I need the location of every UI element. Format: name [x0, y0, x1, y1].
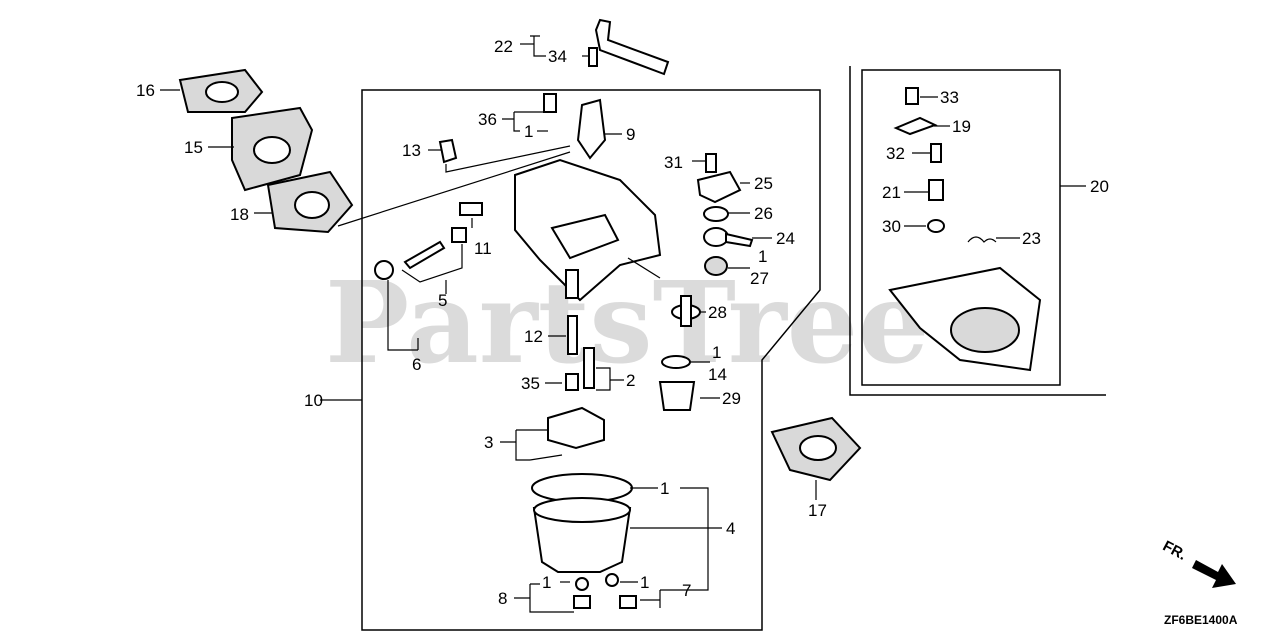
part-3-float[interactable] — [529, 406, 605, 461]
direction-arrow-icon — [1192, 560, 1236, 588]
callout-32[interactable]: 32 — [886, 144, 905, 163]
callout-20[interactable]: 20 — [1090, 177, 1109, 196]
callout-35[interactable]: 35 — [521, 374, 540, 393]
direction-label: FR. — [1160, 537, 1189, 563]
part-36-screw[interactable] — [543, 93, 557, 113]
part-6-clip[interactable] — [374, 260, 394, 280]
part-4-float-chamber[interactable] — [532, 497, 632, 573]
callout-21[interactable]: 21 — [882, 183, 901, 202]
callout-10[interactable]: 10 — [304, 391, 323, 410]
callout-1-f[interactable]: 1 — [640, 573, 649, 592]
part-7-bolt[interactable] — [605, 573, 637, 609]
callout-8[interactable]: 8 — [498, 589, 507, 608]
front-direction-indicator: FR. — [1160, 537, 1236, 588]
part-22-choke-lever[interactable] — [594, 18, 670, 76]
callout-30[interactable]: 30 — [882, 217, 901, 236]
callout-1-b[interactable]: 1 — [758, 247, 767, 266]
callout-1-a[interactable]: 1 — [524, 122, 533, 141]
part-35-jet[interactable] — [565, 373, 579, 391]
part-34-screw[interactable] — [588, 47, 598, 67]
part-14-o-ring[interactable] — [661, 355, 691, 369]
callout-12[interactable]: 12 — [524, 327, 543, 346]
callout-4[interactable]: 4 — [726, 519, 735, 538]
callout-1-e[interactable]: 1 — [542, 573, 551, 592]
part-17-gasket[interactable] — [770, 416, 862, 482]
callout-18[interactable]: 18 — [230, 205, 249, 224]
callout-28[interactable]: 28 — [708, 303, 727, 322]
callout-36[interactable]: 36 — [478, 110, 497, 129]
part-29-cup[interactable] — [658, 381, 696, 411]
callout-17[interactable]: 17 — [808, 501, 827, 520]
part-15-insulator[interactable] — [231, 106, 314, 192]
part-12-jet[interactable] — [567, 315, 578, 355]
diagram-code: ZF6BE1400A — [1164, 613, 1238, 627]
callout-13[interactable]: 13 — [402, 141, 421, 160]
body-sub-assembly-frame — [861, 69, 1061, 386]
callout-1-d[interactable]: 1 — [660, 479, 669, 498]
part-33-screw[interactable] — [905, 87, 919, 105]
part-13-lever[interactable] — [438, 138, 458, 164]
part-5-screw[interactable] — [403, 227, 467, 270]
callout-22[interactable]: 22 — [494, 37, 513, 56]
callout-25[interactable]: 25 — [754, 174, 773, 193]
callout-31[interactable]: 31 — [664, 153, 683, 172]
part-32-screw[interactable] — [930, 143, 942, 163]
callout-14[interactable]: 14 — [708, 365, 727, 384]
callout-16[interactable]: 16 — [136, 81, 155, 100]
part-25-plate[interactable] — [696, 170, 742, 204]
part-27-valve[interactable] — [704, 256, 728, 276]
part-11-screw[interactable] — [459, 202, 483, 216]
part-16-gasket[interactable] — [178, 68, 264, 113]
callout-33[interactable]: 33 — [940, 88, 959, 107]
callout-7[interactable]: 7 — [682, 581, 691, 600]
part-26-washer[interactable] — [703, 206, 729, 222]
callout-9[interactable]: 9 — [626, 125, 635, 144]
callout-15[interactable]: 15 — [184, 138, 203, 157]
callout-26[interactable]: 26 — [754, 204, 773, 223]
carburetor-assembly-frame — [361, 89, 821, 631]
callout-23[interactable]: 23 — [1022, 229, 1041, 248]
callout-19[interactable]: 19 — [952, 117, 971, 136]
part-18-gasket[interactable] — [266, 170, 354, 234]
part-9-choke-valve[interactable] — [576, 98, 607, 160]
part-30-spring[interactable] — [927, 219, 945, 233]
callout-29[interactable]: 29 — [722, 389, 741, 408]
part-23-spring[interactable] — [967, 236, 997, 243]
callout-2[interactable]: 2 — [626, 371, 635, 390]
body-sub-assembly-outer-bracket — [849, 66, 1106, 396]
callout-6[interactable]: 6 — [412, 355, 421, 374]
callout-5[interactable]: 5 — [438, 291, 447, 310]
part-2-screw[interactable] — [583, 347, 595, 389]
callout-1-c[interactable]: 1 — [712, 343, 721, 362]
callout-27[interactable]: 27 — [750, 269, 769, 288]
part-20-body-assembly[interactable] — [888, 266, 1042, 372]
part-8-bolt[interactable] — [573, 577, 591, 609]
part-19-lever[interactable] — [893, 116, 938, 136]
part-21-screw[interactable] — [928, 179, 944, 201]
part-24-diaphragm[interactable] — [703, 227, 754, 248]
callout-11[interactable]: 11 — [474, 239, 492, 258]
callout-34[interactable]: 34 — [548, 47, 567, 66]
callout-3[interactable]: 3 — [484, 433, 493, 452]
carburetor-body[interactable] — [514, 158, 662, 302]
part-31-screw[interactable] — [705, 153, 717, 173]
callout-24[interactable]: 24 — [776, 229, 795, 248]
